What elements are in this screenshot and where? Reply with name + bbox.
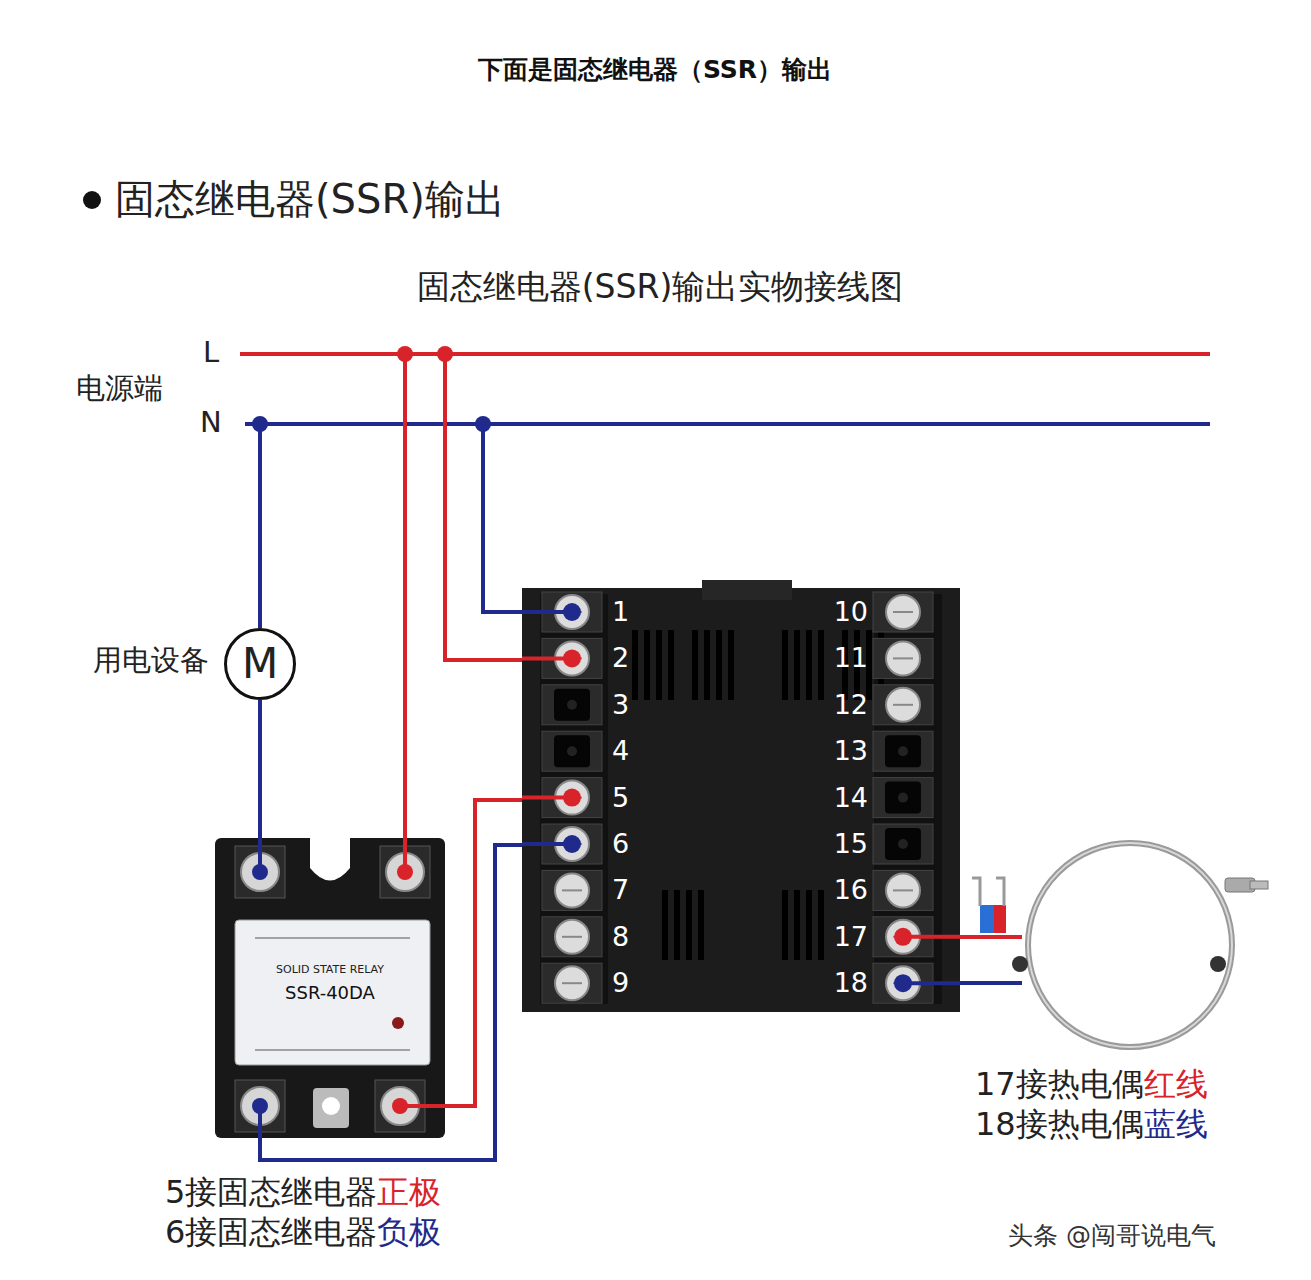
controller-body: [522, 580, 960, 1012]
device-label: 用电设备: [93, 644, 209, 677]
neutral-line: [245, 422, 1210, 426]
terminal-number: 1: [612, 596, 629, 627]
diagram-subtitle: 固态继电器(SSR)输出实物接线图: [417, 268, 904, 306]
terminal-number: 2: [612, 642, 629, 673]
terminal-number: 13: [834, 735, 868, 766]
terminal-number: 7: [612, 874, 629, 905]
solid-state-relay: SOLID STATE RELAY SSR-40DA: [215, 838, 445, 1138]
neutral-to-motor-wire: [258, 424, 262, 628]
wiring-note: 6接固态继电器: [165, 1214, 377, 1251]
terminal-number: 4: [612, 735, 629, 766]
terminal-number: 15: [834, 828, 868, 859]
junction-dot: [252, 416, 268, 432]
wiring-note: 5接固态继电器: [165, 1174, 377, 1211]
temperature-controller: 123456789101112131415161718: [522, 580, 960, 1012]
motor-symbol: M: [227, 631, 293, 697]
terminal-number: 3: [612, 689, 629, 720]
junction-dot: [475, 416, 491, 432]
motor-circle: 用电设备M: [224, 628, 296, 700]
ssr-label: SOLID STATE RELAY: [215, 964, 445, 977]
live-to-ssr-wire: [403, 354, 407, 838]
terminal-number: 17: [834, 921, 868, 952]
page-header: 下面是固态继电器（SSR）输出: [478, 56, 832, 85]
live-line: [240, 352, 1210, 356]
terminal-number: 18: [834, 967, 868, 998]
junction-dot: [437, 346, 453, 362]
terminal-number: 16: [834, 874, 868, 905]
terminal-number: 8: [612, 921, 629, 952]
wiring-note-color: 正极: [377, 1174, 441, 1211]
watermark: 头条 @闯哥说电气: [1008, 1222, 1216, 1251]
ssr-model: SSR-40DA: [215, 983, 445, 1004]
wiring-note: 17接热电偶: [975, 1066, 1144, 1103]
terminal-number: 9: [612, 967, 629, 998]
terminal-number: 6: [612, 828, 629, 859]
power-label: 电源端: [76, 372, 163, 405]
section-heading: 固态继电器(SSR)输出: [115, 176, 505, 222]
thermocouple: [972, 843, 1268, 1047]
live-label: L: [203, 336, 219, 369]
live-to-terminal-wire: [445, 354, 522, 660]
wire-connector: [258, 700, 262, 838]
wiring-note-color: 负极: [377, 1214, 441, 1251]
thermocouple-blue-wire: [960, 981, 1022, 985]
terminal-number: 5: [612, 782, 629, 813]
neutral-label: N: [200, 406, 222, 439]
terminal-number: 12: [834, 689, 868, 720]
wiring-note: 18接热电偶: [975, 1106, 1144, 1143]
neutral-to-terminal-wire: [483, 424, 522, 612]
terminal-number: 10: [834, 596, 868, 627]
wiring-note-color: 蓝线: [1144, 1106, 1208, 1143]
junction-dot: [397, 346, 413, 362]
terminal-number: 11: [834, 642, 868, 673]
terminal-number: 14: [834, 782, 868, 813]
wiring-note-color: 红线: [1144, 1066, 1208, 1103]
bullet-dot: [83, 191, 101, 209]
thermocouple-red-wire: [960, 935, 1022, 939]
